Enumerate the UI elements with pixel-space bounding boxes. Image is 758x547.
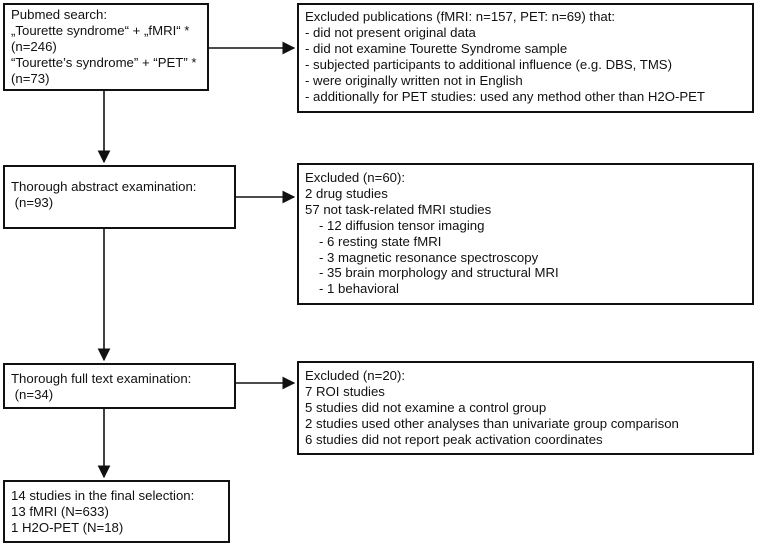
excl2-subitem: - 3 magnetic resonance spectroscopy <box>319 249 539 265</box>
final-box: 14 studies in the final selection: 13 fM… <box>3 480 230 543</box>
excl2-item: 2 drug studies <box>305 185 388 201</box>
excl2-subitem: - 6 resting state fMRI <box>319 233 442 249</box>
search-title: Pubmed search: <box>11 7 108 22</box>
fulltext-count: (n=34) <box>11 386 54 402</box>
excl2-title: Excluded (n=60): <box>305 170 406 185</box>
excl2-subitem: - 35 brain morphology and structural MRI <box>319 265 559 281</box>
excl2-subitem: - 12 diffusion tensor imaging <box>319 217 485 233</box>
fulltext-box: Thorough full text examination: (n=34) <box>3 363 236 409</box>
search-query-pet: “Tourette’s syndrome” + “PET” * <box>11 54 197 70</box>
search-box: Pubmed search: „Tourette syndrome“ + „fM… <box>3 3 209 91</box>
excl3-item: 5 studies did not examine a control grou… <box>305 399 547 415</box>
abstract-title: Thorough abstract examination: <box>11 179 197 194</box>
exclusion-box-3: Excluded (n=20): 7 ROI studies 5 studies… <box>297 361 754 455</box>
final-title: 14 studies in the final selection: <box>11 488 195 503</box>
excl1-item: - were originally written not in English <box>305 72 523 88</box>
abstract-box: Thorough abstract examination: (n=93) <box>3 165 236 229</box>
excl1-item: - did not present original data <box>305 24 476 40</box>
excl1-title: Excluded publications (fMRI: n=157, PET:… <box>305 9 616 24</box>
fulltext-title: Thorough full text examination: <box>11 371 192 386</box>
final-pet: 1 H2O-PET (N=18) <box>11 519 124 535</box>
excl2-subitem: - 1 behavioral <box>319 281 399 297</box>
excl3-item: 7 ROI studies <box>305 383 385 399</box>
excl3-item: 6 studies did not report peak activation… <box>305 431 603 447</box>
exclusion-box-1: Excluded publications (fMRI: n=157, PET:… <box>297 3 754 113</box>
excl1-item: - subjected participants to additional i… <box>305 56 672 72</box>
search-query-fmri: „Tourette syndrome“ + „fMRI“ * <box>11 22 190 38</box>
search-count-pet: (n=73) <box>11 70 50 86</box>
search-count-fmri: (n=246) <box>11 38 57 54</box>
excl2-item: 57 not task-related fMRI studies <box>305 201 492 217</box>
excl3-item: 2 studies used other analyses than univa… <box>305 415 679 431</box>
abstract-count: (n=93) <box>11 194 54 210</box>
excl1-item: - did not examine Tourette Syndrome samp… <box>305 40 568 56</box>
final-fmri: 13 fMRI (N=633) <box>11 503 109 519</box>
excl1-item: - additionally for PET studies: used any… <box>305 88 705 104</box>
exclusion-box-2: Excluded (n=60): 2 drug studies 57 not t… <box>297 163 754 305</box>
excl3-title: Excluded (n=20): <box>305 368 406 383</box>
